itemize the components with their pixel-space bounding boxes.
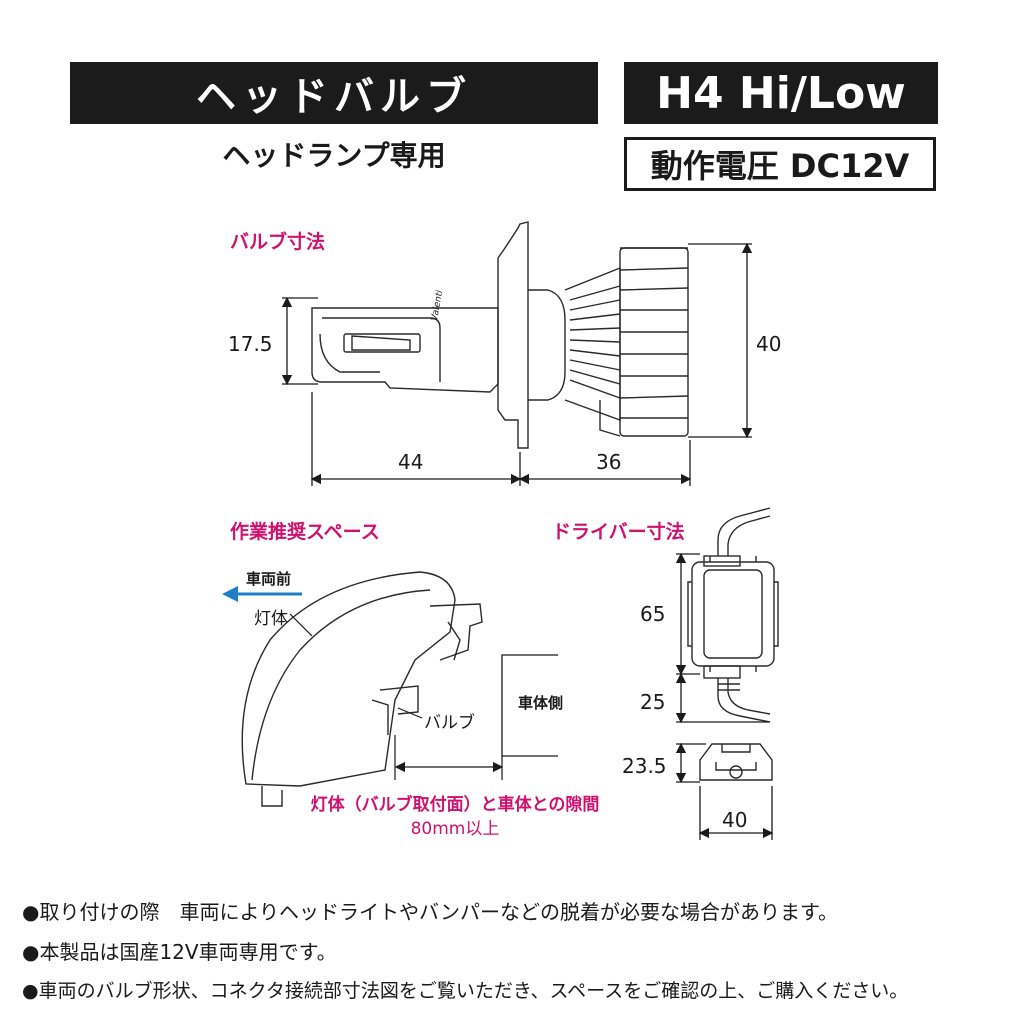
lamp-body-label: 灯体 bbox=[254, 609, 288, 629]
driver-width-value: 40 bbox=[722, 808, 748, 832]
led-bulb-drawing bbox=[311, 221, 689, 449]
bulb-leader bbox=[397, 707, 423, 719]
driver-cable-height-value: 25 bbox=[640, 690, 666, 714]
lamp-body-leader bbox=[289, 613, 313, 637]
bulb-rear-length-value: 36 bbox=[596, 450, 622, 474]
product-subtitle: ヘッドランプ専用 bbox=[222, 139, 446, 172]
voltage-badge: 動作電圧 DC12V bbox=[624, 137, 936, 191]
bulb-front-length-value: 44 bbox=[398, 450, 424, 474]
work-space-label: 作業推奨スペース bbox=[230, 521, 380, 543]
product-title: ヘッドバルブ bbox=[70, 62, 598, 124]
bulb-label: バルブ bbox=[424, 713, 475, 733]
headlamp-drawing bbox=[241, 571, 483, 807]
note-check-space: ●車両のバルブ形状、コネクタ接続部寸法図をご覧いただき、スペースをご確認の上、ご… bbox=[22, 980, 909, 1002]
driver-body-height-value: 65 bbox=[640, 602, 666, 626]
driver-dimensions-label: ドライバー寸法 bbox=[552, 521, 685, 543]
vehicle-side-bracket bbox=[501, 654, 558, 757]
bulb-height-value: 17.5 bbox=[228, 332, 273, 356]
gap-note-line2: 80mm以上 bbox=[410, 819, 500, 839]
bulb-total-height-value: 40 bbox=[756, 332, 782, 356]
bulb-dimension-lines bbox=[281, 242, 753, 486]
bulb-dimensions-label: バルブ寸法 bbox=[230, 231, 326, 253]
note-removal: ●取り付けの際 車両によりヘッドライトやバンパーなどの脱着が必要な場合があります… bbox=[22, 900, 839, 924]
vehicle-side-label: 車体側 bbox=[518, 694, 564, 712]
vehicle-front-arrow-head bbox=[222, 586, 238, 602]
gap-note-line1: 灯体（バルブ取付面）と車体との隙間 bbox=[310, 795, 600, 815]
note-domestic-12v: ●本製品は国産12V車両専用です。 bbox=[22, 940, 337, 964]
driver-unit-drawing bbox=[687, 507, 779, 781]
vehicle-front-label: 車両前 bbox=[246, 570, 292, 588]
model-badge: H4 Hi/Low bbox=[624, 62, 938, 124]
driver-depth-value: 23.5 bbox=[622, 754, 667, 778]
driver-dimension-lines bbox=[675, 552, 774, 840]
